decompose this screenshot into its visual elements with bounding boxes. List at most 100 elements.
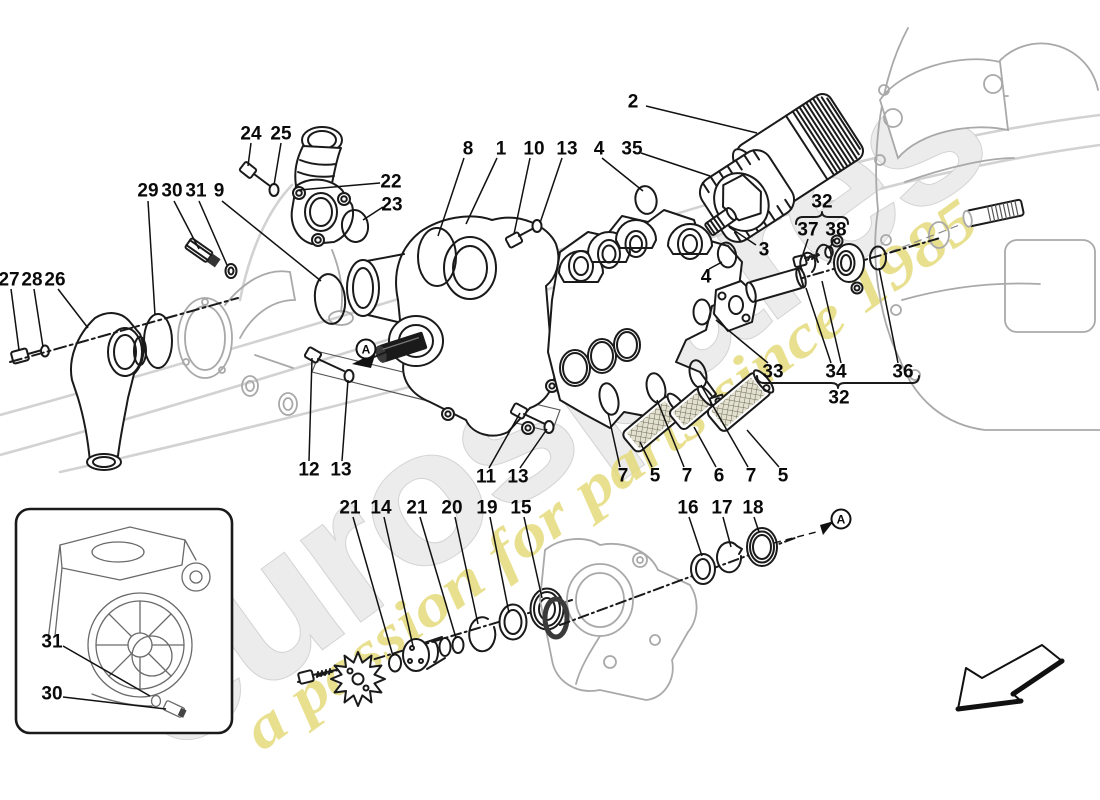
part-number-label: 17	[711, 498, 732, 519]
leader-line	[489, 516, 510, 614]
leader-line	[62, 696, 167, 710]
part-number-label: 35	[621, 139, 643, 160]
part-number-label: 7	[746, 466, 757, 487]
oil-filter-art	[634, 93, 864, 269]
leader-line	[273, 142, 282, 186]
part-number-label: 19	[476, 498, 497, 519]
part-number-label: 6	[714, 466, 725, 487]
part-number-label: 8	[463, 139, 474, 160]
leader-line	[57, 288, 89, 329]
part-number-label: 31	[185, 181, 207, 202]
leader-line	[362, 206, 384, 221]
part-number-label: 34	[825, 362, 847, 383]
part-number-label: 28	[21, 270, 42, 291]
leader-line	[753, 516, 760, 533]
leader-line	[829, 238, 835, 249]
thermostat-art	[238, 126, 370, 326]
part-number-label: 33	[762, 362, 783, 383]
leader-line	[708, 261, 723, 270]
hub-art	[402, 636, 452, 672]
view-marker-circle	[355, 338, 377, 360]
part-number-label: 16	[677, 498, 698, 519]
inset-box	[14, 507, 234, 735]
part-number-label: 37	[797, 220, 818, 241]
part-number-label: 12	[298, 460, 319, 481]
leader-line	[523, 516, 543, 599]
part-number-label: 10	[523, 139, 544, 160]
leader-line	[10, 288, 20, 351]
leader-line	[352, 516, 394, 657]
view-marker-label: A	[362, 343, 371, 357]
part-number-label: 38	[825, 220, 846, 241]
leader-line	[33, 288, 44, 348]
group-bracket-label: 32	[828, 388, 849, 409]
leader-line	[645, 105, 758, 134]
leader-line	[722, 516, 732, 548]
part-number-label: 31	[41, 632, 63, 653]
part-number-label: 5	[650, 466, 661, 487]
part-number-label: 29	[137, 181, 158, 202]
leader-line	[341, 379, 349, 462]
part-number-label: 7	[682, 466, 693, 487]
leader-line	[383, 516, 414, 647]
leader-line	[513, 157, 531, 235]
part-number-label: 21	[406, 498, 428, 519]
group-bracket-label: 32	[811, 192, 832, 213]
leader-line	[308, 357, 313, 462]
leader-line	[878, 267, 899, 364]
part-number-label: 22	[380, 172, 401, 193]
part-number-label: 30	[41, 684, 62, 705]
view-marker-label: A	[837, 513, 846, 527]
part-number-label: 21	[339, 498, 361, 519]
leader-line	[805, 287, 832, 364]
leader-line	[198, 200, 228, 266]
view-marker-circle	[830, 508, 852, 530]
crankcase-seals-art	[539, 521, 834, 701]
leader-line	[221, 200, 322, 282]
part-number-label: 24	[240, 124, 262, 145]
leader-line	[488, 412, 521, 469]
part-number-label: 7	[618, 466, 629, 487]
inset-gearbox-art	[47, 526, 211, 718]
gearbox-housing-art	[874, 27, 1100, 431]
direction-arrow	[955, 644, 1065, 712]
part-number-label: 18	[742, 498, 763, 519]
leader-line	[454, 516, 479, 625]
leader-line	[147, 200, 156, 316]
leader-line	[640, 152, 711, 177]
group-bracket	[795, 211, 849, 225]
leader-line	[247, 142, 252, 167]
leader-line	[607, 412, 621, 468]
leader-line	[437, 157, 465, 237]
leader-line	[746, 429, 780, 468]
leader-line	[601, 157, 644, 192]
part-number-label: 13	[330, 460, 351, 481]
part-number-label: 3	[759, 240, 770, 261]
leader-line	[693, 426, 717, 468]
pump-delivery-art	[692, 234, 941, 332]
part-number-label: 30	[161, 181, 182, 202]
part-number-label: 11	[476, 467, 497, 488]
leader-line	[688, 516, 703, 557]
leader-line	[728, 226, 757, 246]
part-number-label: 14	[370, 498, 392, 519]
part-number-label: 15	[510, 498, 532, 519]
leader-line	[715, 319, 769, 364]
leader-line	[802, 238, 809, 255]
part-number-label: 5	[778, 466, 789, 487]
part-number-label: 25	[270, 124, 292, 145]
part-number-label: 23	[381, 195, 402, 216]
water-pump-outlet-art	[10, 270, 298, 471]
leader-line	[639, 441, 653, 468]
leader-line	[419, 516, 457, 639]
leader-line	[821, 280, 842, 364]
leader-line	[539, 157, 563, 224]
part-number-label: 2	[628, 92, 639, 113]
part-number-label: 20	[441, 498, 462, 519]
leader-line	[465, 157, 498, 225]
leader-line	[656, 399, 685, 468]
leader-line	[519, 428, 548, 469]
part-number-label: 36	[892, 362, 913, 383]
